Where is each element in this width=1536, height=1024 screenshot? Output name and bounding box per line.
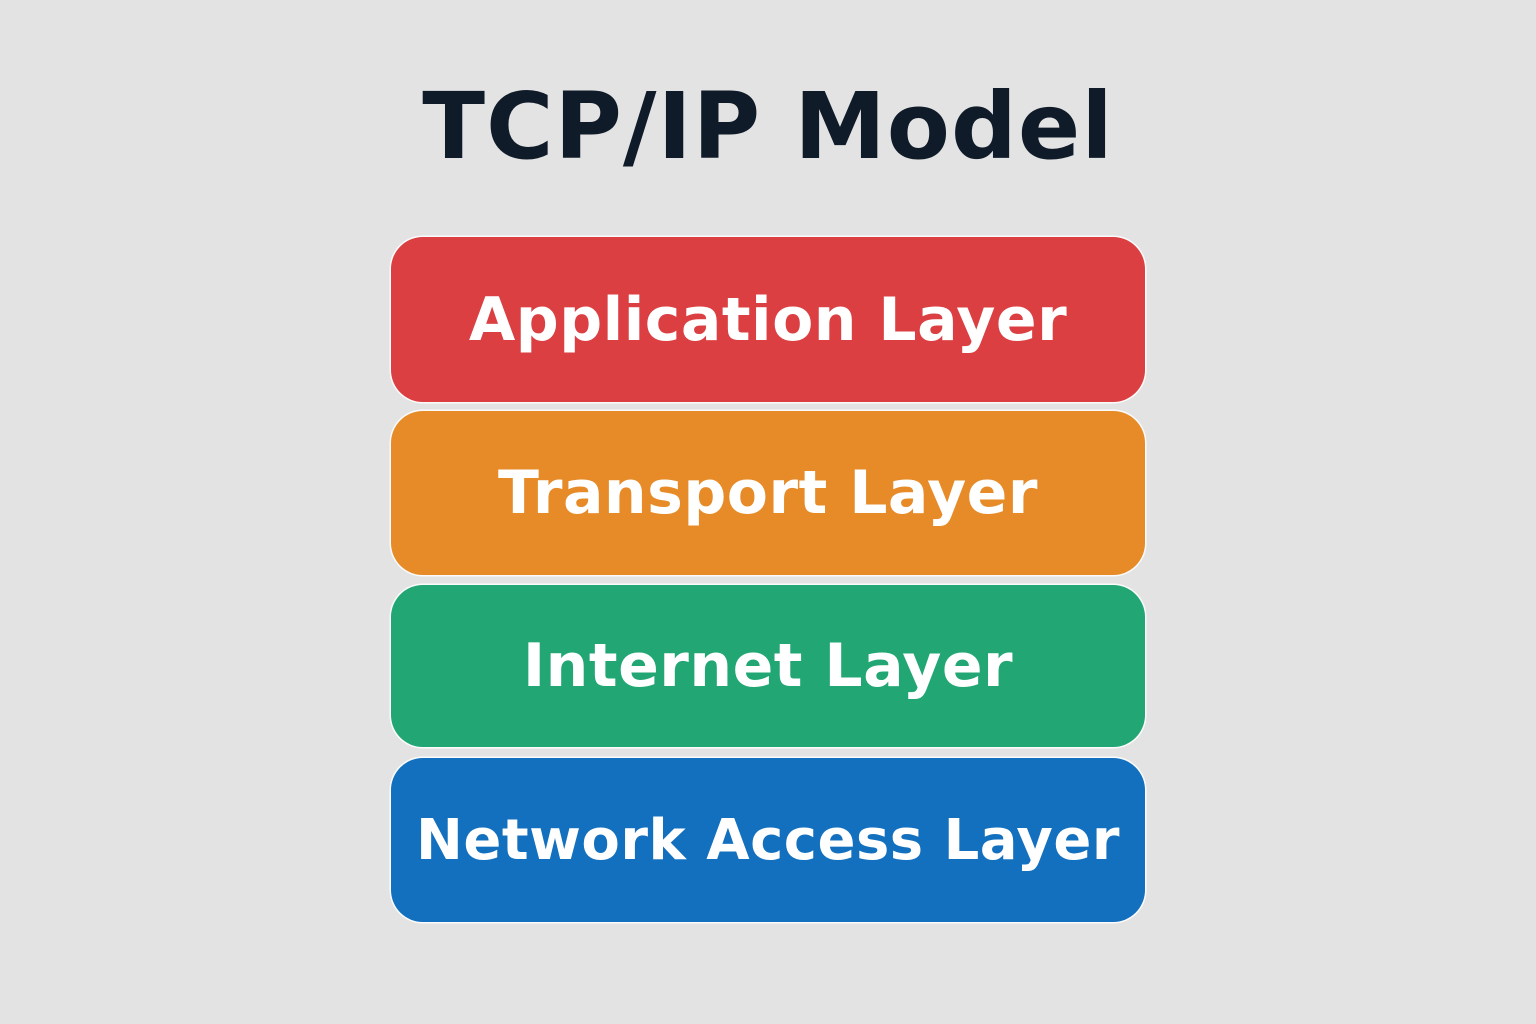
layer-label: Network Access Layer bbox=[416, 807, 1120, 873]
layer-transport: Transport Layer bbox=[391, 411, 1145, 575]
layer-label: Internet Layer bbox=[522, 631, 1014, 701]
layer-application: Application Layer bbox=[391, 237, 1145, 402]
layer-label: Application Layer bbox=[468, 284, 1068, 355]
diagram-title: TCP/IP Model bbox=[422, 73, 1114, 180]
layer-label: Transport Layer bbox=[498, 458, 1038, 528]
layer-network-access: Network Access Layer bbox=[391, 758, 1145, 922]
layer-internet: Internet Layer bbox=[391, 585, 1145, 747]
